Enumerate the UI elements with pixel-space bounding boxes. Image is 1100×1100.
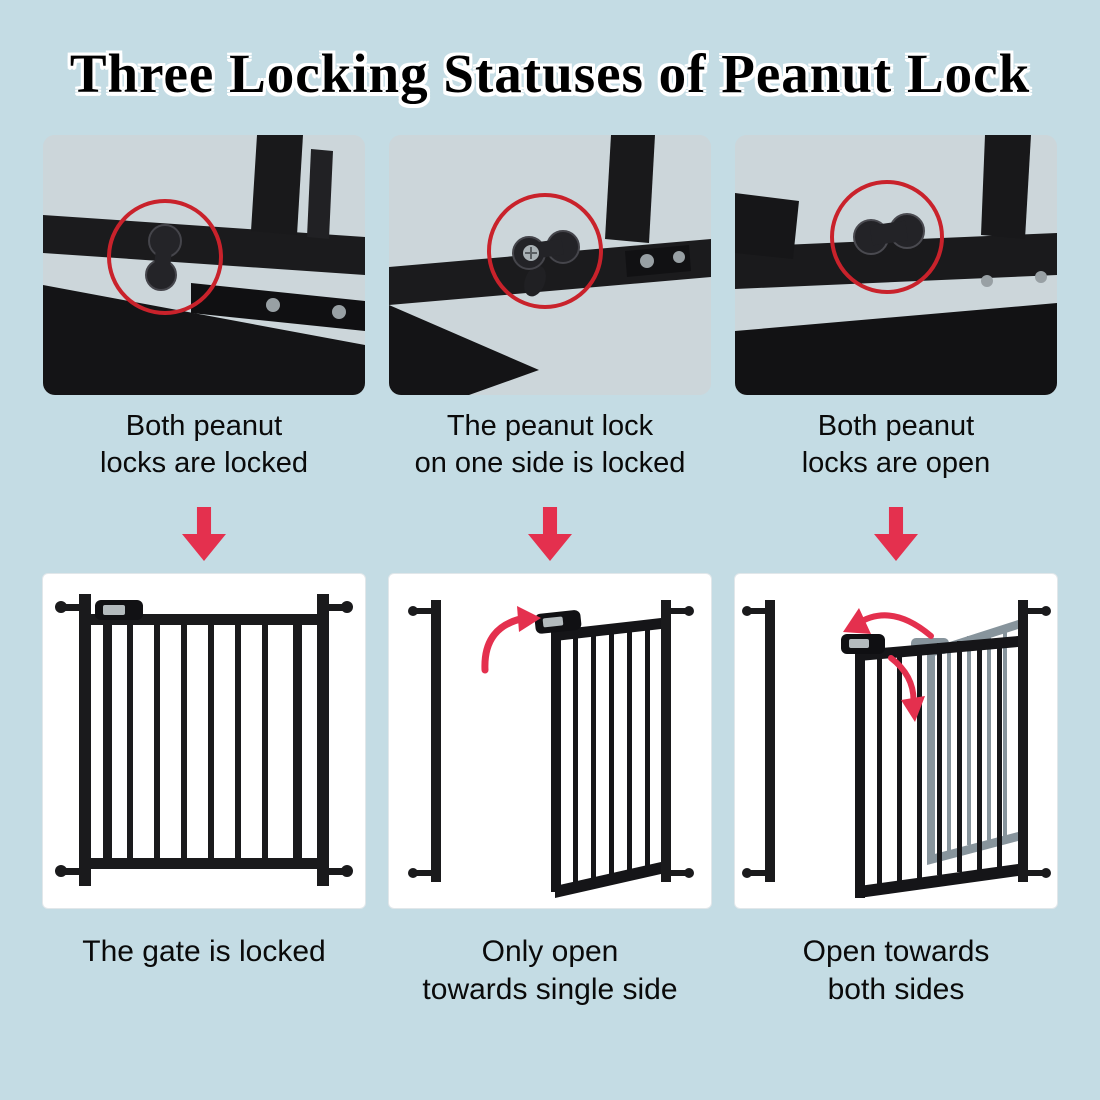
arrow-area	[528, 495, 572, 573]
gate-closed-illustration	[42, 573, 366, 909]
gate-caption-line: towards single side	[422, 973, 678, 1007]
down-arrow-icon	[182, 507, 226, 561]
gate-latch	[841, 634, 885, 654]
peanut-lock-shape	[145, 224, 182, 291]
gate-open-single-illustration	[388, 573, 712, 909]
lock-photo-locked-image	[43, 135, 365, 395]
photo-caption-line: The peanut lock	[446, 409, 654, 442]
gate-caption: The gate is locked	[82, 933, 325, 971]
down-arrow-icon	[528, 507, 572, 561]
gate-caption-line: The gate is locked	[82, 935, 326, 968]
open-door	[855, 636, 1018, 898]
red-circle-annotation	[107, 199, 223, 315]
gate-caption: Only open towards single side	[422, 933, 677, 1010]
photo-caption-line: locks are locked	[100, 447, 308, 479]
photo-caption-line: Both peanut	[817, 409, 975, 442]
photo-caption-line: on one side is locked	[414, 447, 686, 479]
column-both-open: Both peanut locks are open	[734, 135, 1058, 1010]
photo-caption: Both peanut locks are locked	[100, 395, 308, 495]
arrow-area	[182, 495, 226, 573]
peanut-lock-shape	[853, 213, 925, 255]
red-circle-annotation	[830, 180, 944, 294]
gate-caption-line: both sides	[827, 973, 965, 1007]
gate-open-single-image	[408, 600, 694, 898]
photo-caption: The peanut lock on one side is locked	[415, 395, 686, 495]
column-one-side-locked: The peanut lock on one side is locked	[388, 135, 712, 1010]
swing-arrow-icon	[843, 608, 934, 639]
swing-arrow-icon	[481, 606, 541, 674]
gate-closed-image	[55, 594, 353, 886]
photo-both-locks-open	[735, 135, 1057, 395]
gate-caption-line: Open towards	[802, 935, 990, 968]
arrow-area	[874, 495, 918, 573]
down-arrow-icon	[874, 507, 918, 561]
open-door	[551, 618, 661, 898]
photo-caption-line: Both peanut	[125, 409, 283, 442]
gate-open-both-illustration	[734, 573, 1058, 909]
gate-open-both-image	[742, 600, 1051, 898]
lock-photo-one-side-image	[389, 135, 711, 395]
gate-caption: Open towards both sides	[803, 933, 990, 1010]
photo-one-lock-locked	[389, 135, 711, 395]
peanut-lock-shape	[512, 230, 580, 297]
photo-caption: Both peanut locks are open	[802, 395, 991, 495]
gate-latch	[95, 600, 143, 620]
photo-both-locks-locked	[43, 135, 365, 395]
status-columns: Both peanut locks are locked	[0, 135, 1100, 1010]
gate-caption-line: Only open	[481, 935, 619, 968]
lock-photo-open-image	[735, 135, 1057, 395]
gate-latch	[534, 610, 582, 634]
photo-caption-line: locks are open	[801, 447, 991, 479]
swing-arrow-icon	[888, 655, 925, 722]
page-title: Three Locking Statuses of Peanut Lock	[69, 43, 1031, 104]
red-circle-annotation	[487, 193, 603, 309]
column-both-locked: Both peanut locks are locked	[42, 135, 366, 1010]
